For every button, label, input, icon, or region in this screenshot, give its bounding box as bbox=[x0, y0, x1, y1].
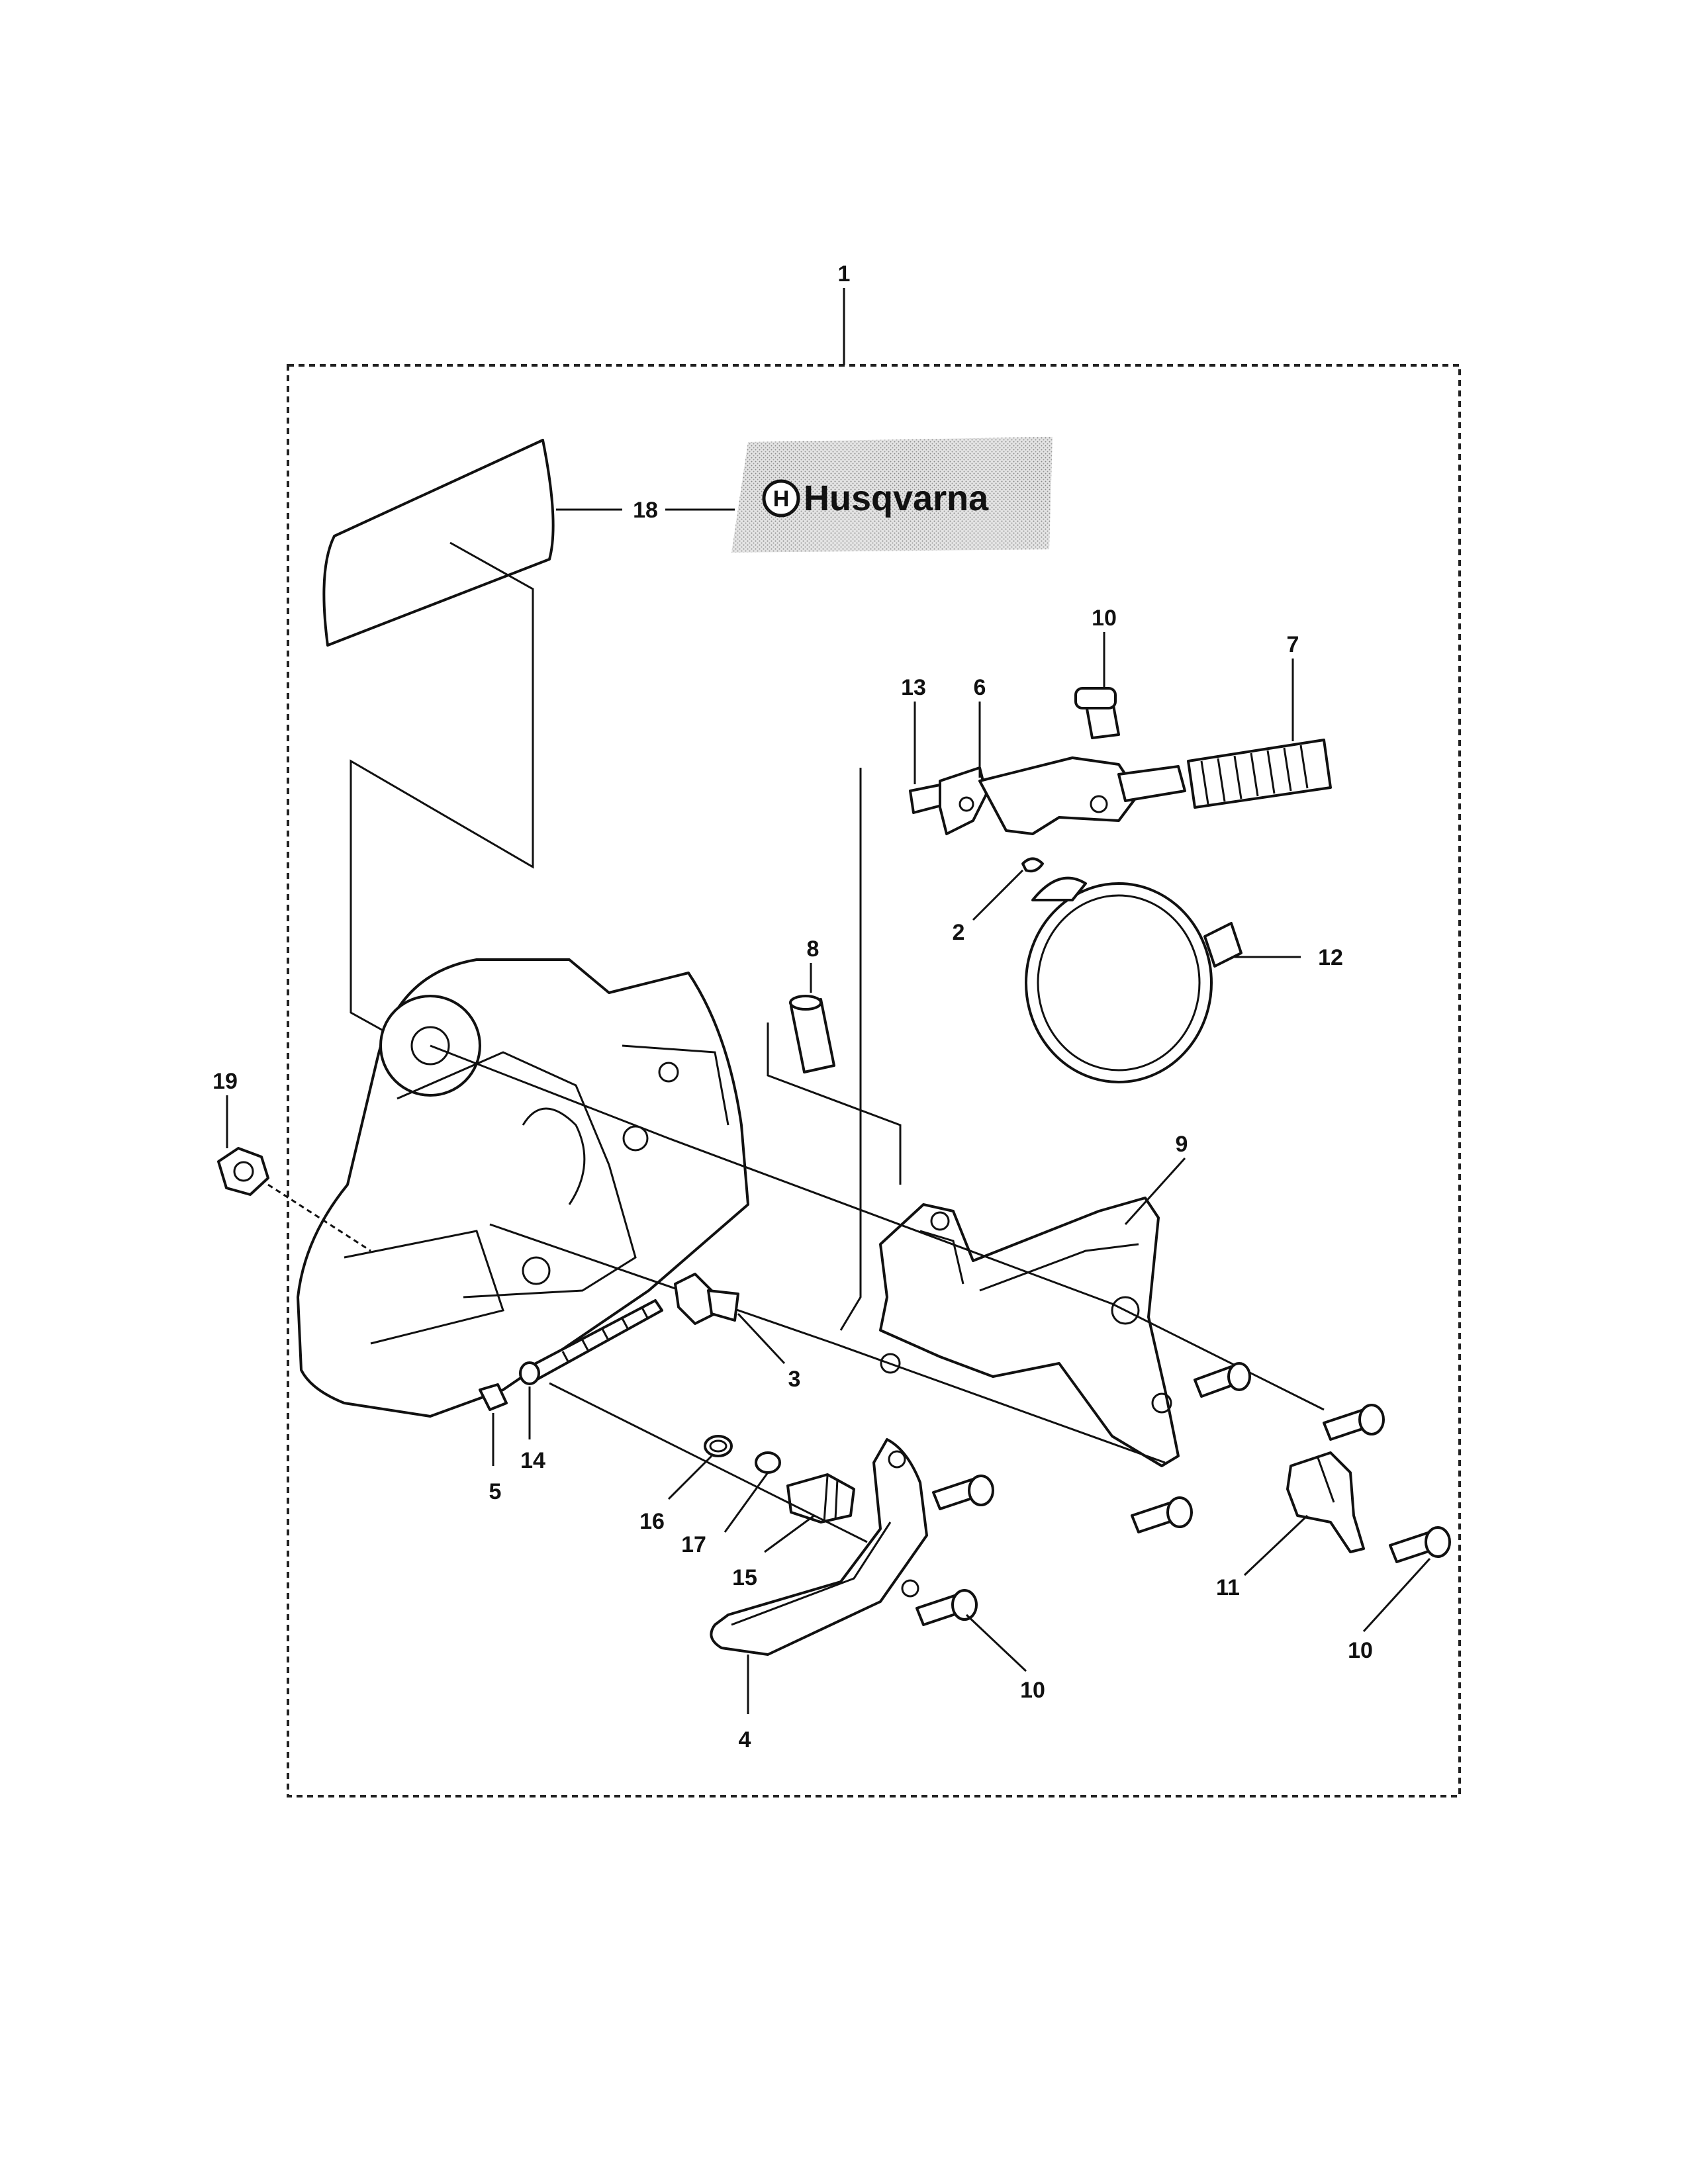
small-nut-part bbox=[479, 1383, 508, 1411]
projection-brake bbox=[839, 768, 862, 1331]
adjust-screw-part bbox=[674, 1273, 739, 1325]
callout-17: 17 bbox=[681, 1532, 706, 1557]
screw-part bbox=[932, 1475, 994, 1510]
callout-10c: 10 bbox=[1348, 1638, 1373, 1663]
leader-10c bbox=[1362, 1557, 1431, 1633]
bushing-part bbox=[789, 995, 835, 1073]
leader-16 bbox=[667, 1455, 713, 1500]
callout-1: 1 bbox=[838, 261, 851, 287]
callout-2: 2 bbox=[953, 920, 965, 945]
callout-15: 15 bbox=[732, 1565, 757, 1590]
callout-18: 18 bbox=[633, 498, 658, 523]
callout-11: 11 bbox=[1216, 1575, 1240, 1600]
callout-10b: 10 bbox=[1020, 1678, 1045, 1703]
spring-part bbox=[1187, 739, 1332, 809]
tensioner-screw-part bbox=[519, 1299, 663, 1385]
projection-gear bbox=[549, 1382, 868, 1543]
svg-text:H: H bbox=[773, 486, 790, 512]
leader-17 bbox=[724, 1472, 769, 1533]
callout-16: 16 bbox=[639, 1509, 665, 1534]
screw-part bbox=[915, 1589, 978, 1626]
decal-brand-text: Husqvarna bbox=[804, 478, 989, 518]
cover-housing bbox=[297, 958, 749, 1418]
brake-band-part bbox=[1025, 876, 1243, 1083]
leader-3 bbox=[737, 1312, 786, 1365]
callout-14: 14 bbox=[520, 1448, 545, 1473]
callout-12: 12 bbox=[1318, 945, 1343, 970]
nut-part bbox=[217, 1147, 269, 1196]
leader-11 bbox=[1243, 1514, 1309, 1576]
handle-cover-part bbox=[710, 1438, 928, 1656]
kit-boundary bbox=[287, 364, 1461, 1797]
callout-4: 4 bbox=[739, 1727, 751, 1752]
projection-main-upper bbox=[430, 1044, 1325, 1411]
screw-part bbox=[1131, 1496, 1193, 1533]
callout-6: 6 bbox=[974, 675, 986, 700]
screw-part bbox=[1194, 1362, 1251, 1398]
gear-part bbox=[786, 1473, 855, 1524]
callout-9: 9 bbox=[1176, 1132, 1188, 1157]
leader-10b bbox=[965, 1614, 1027, 1672]
decal-projection-lines bbox=[350, 541, 534, 1047]
husqvarna-logo-icon: H bbox=[762, 479, 800, 518]
callout-10a: 10 bbox=[1092, 606, 1117, 631]
callout-8: 8 bbox=[807, 936, 820, 962]
screw-part bbox=[1323, 1404, 1385, 1441]
clip-part bbox=[1286, 1451, 1365, 1553]
washer-part bbox=[755, 1451, 781, 1474]
brake-mechanism bbox=[909, 687, 1186, 873]
projection-8 bbox=[767, 1023, 902, 1185]
screw-part bbox=[1389, 1526, 1451, 1563]
leader-9 bbox=[1124, 1157, 1186, 1226]
projection-19 bbox=[267, 1183, 371, 1252]
leader-15 bbox=[764, 1514, 815, 1553]
callout-5: 5 bbox=[489, 1479, 502, 1504]
hand-guard-part bbox=[879, 1197, 1180, 1467]
decal-blank bbox=[322, 439, 555, 647]
projection-main-lower bbox=[489, 1223, 1166, 1464]
husqvarna-decal: H Husqvarna bbox=[731, 437, 1053, 553]
callout-3: 3 bbox=[788, 1367, 801, 1392]
callout-7: 7 bbox=[1287, 632, 1299, 657]
callout-19: 19 bbox=[212, 1069, 238, 1094]
o-ring-part bbox=[704, 1435, 733, 1457]
leader-2 bbox=[972, 869, 1024, 921]
callout-13: 13 bbox=[901, 675, 926, 700]
